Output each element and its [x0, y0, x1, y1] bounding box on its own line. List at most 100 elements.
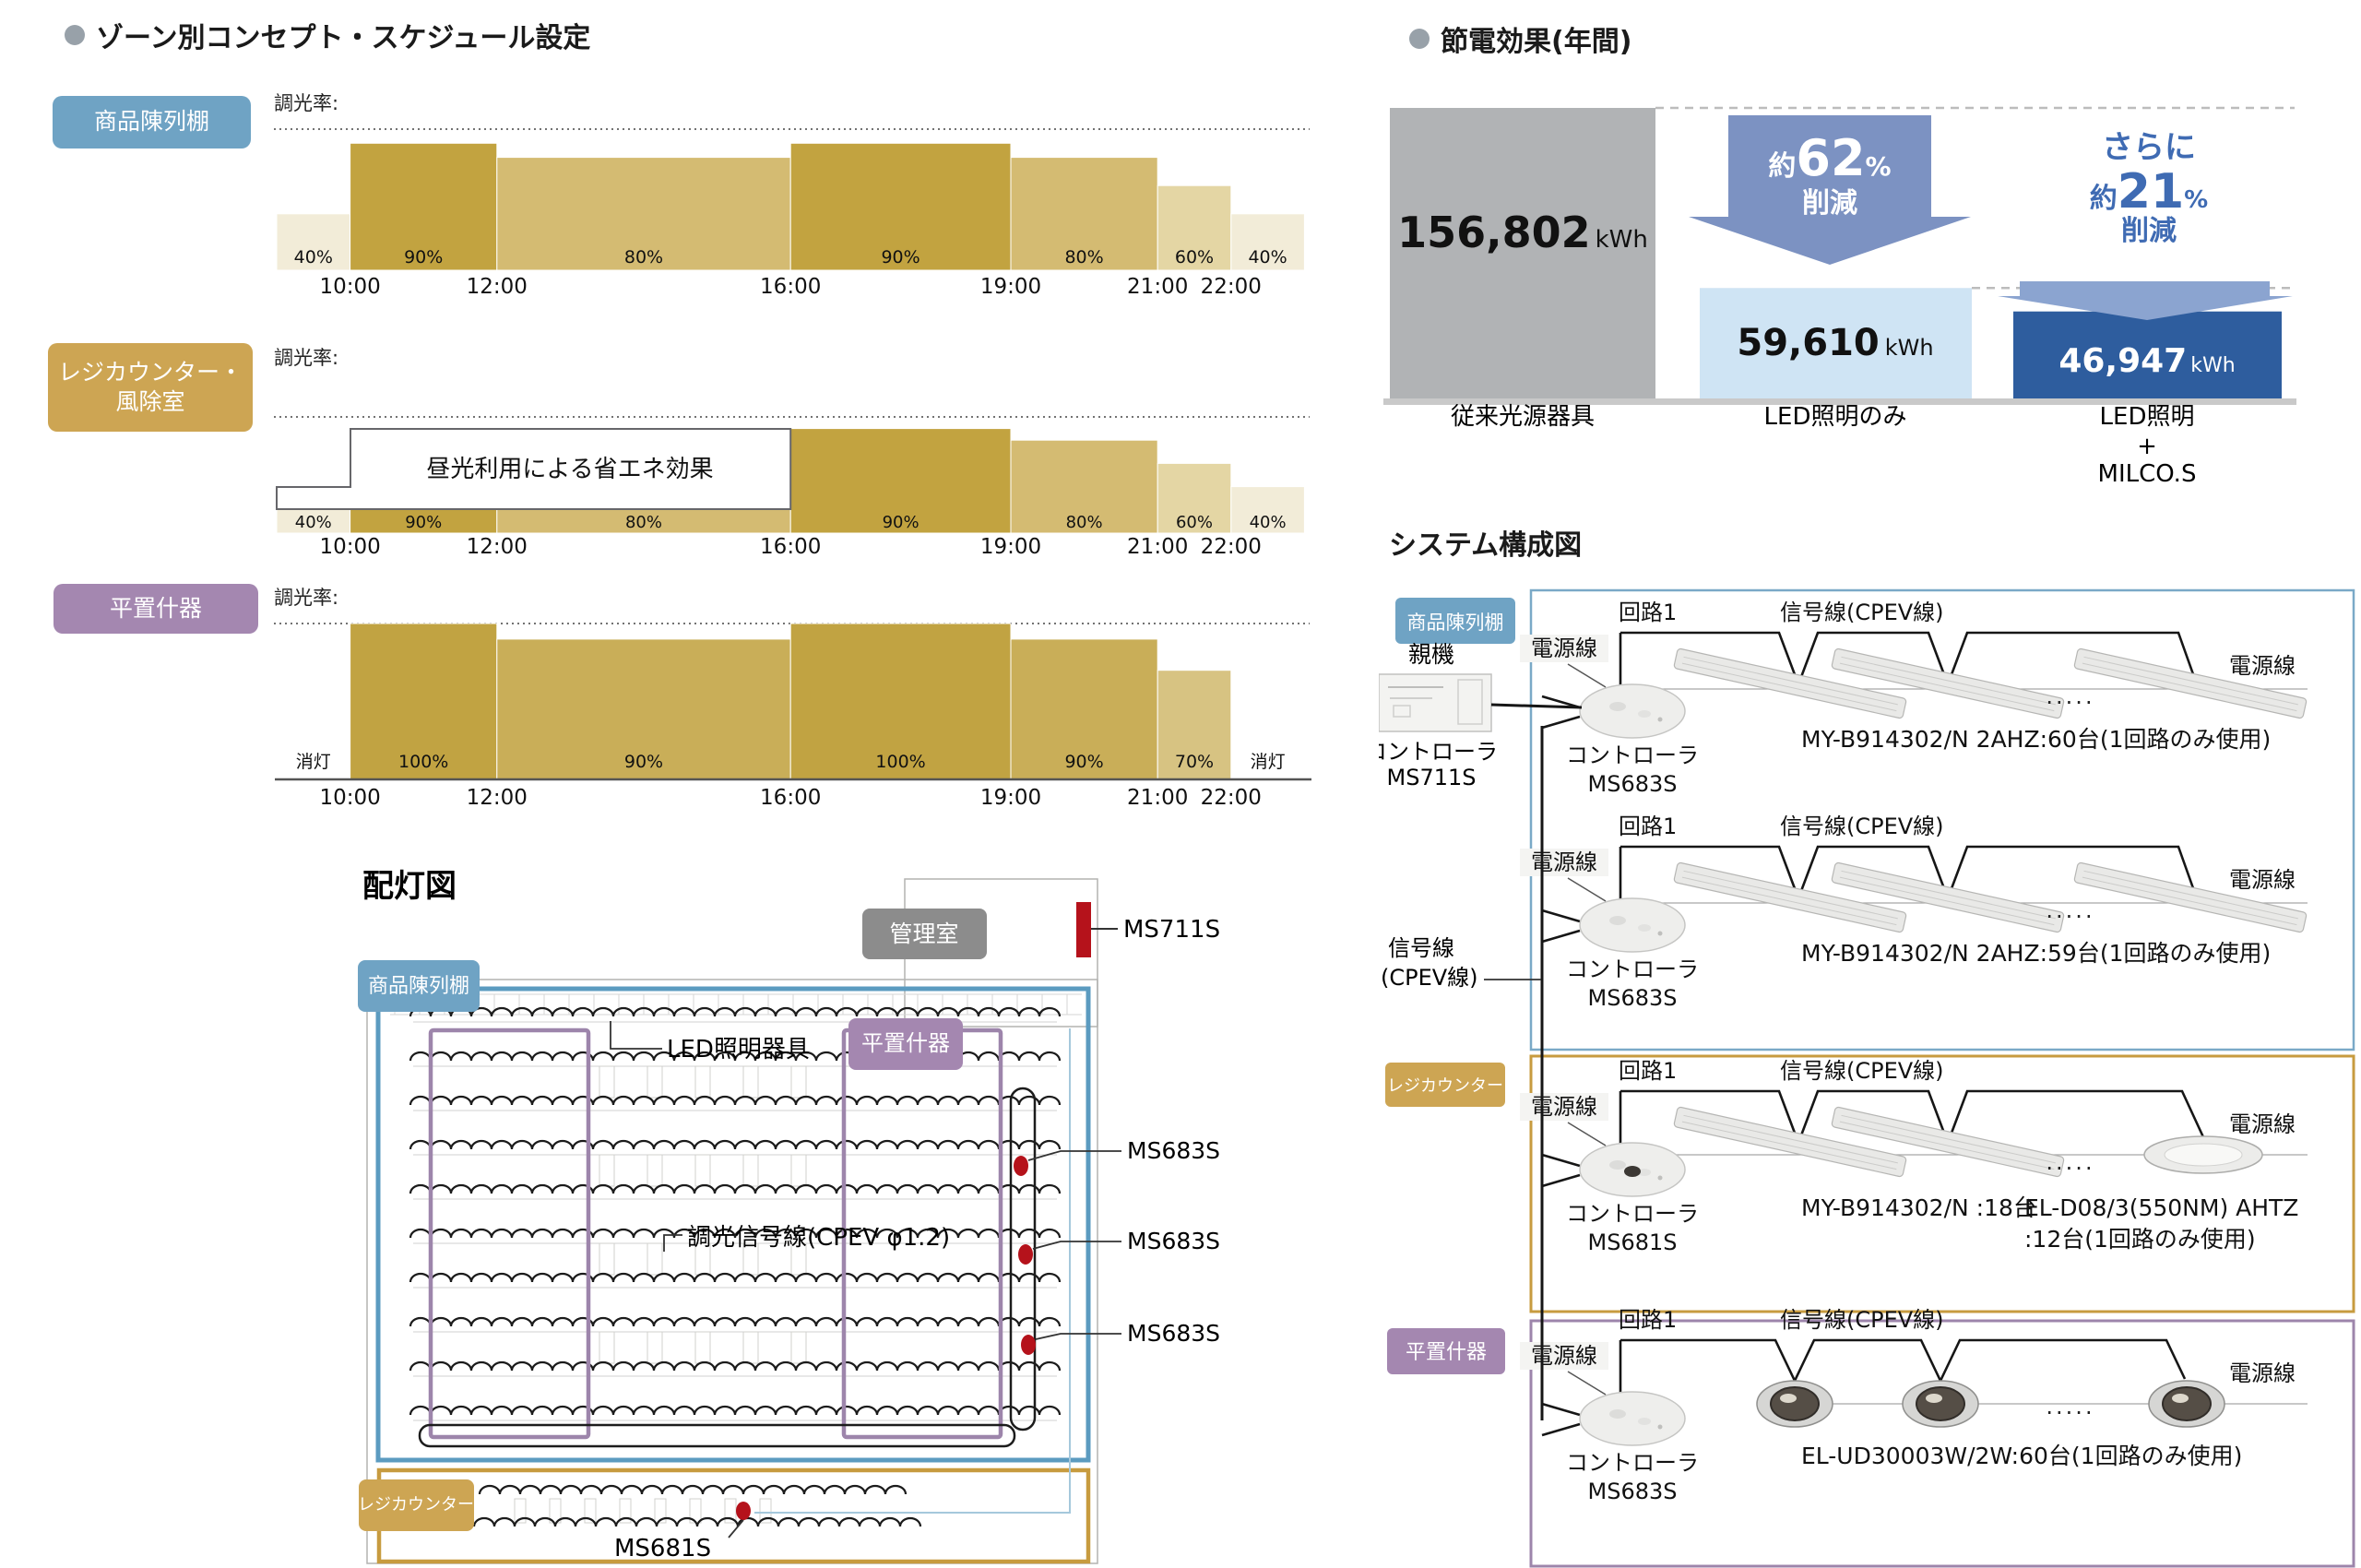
fixture-desc: EL-UD30003W/2W:60台(1回路のみ使用) [1801, 1443, 2242, 1469]
bar-value-label: 60% [1176, 513, 1213, 532]
batten-light [1673, 861, 1907, 933]
ms683s-label-1: MS683S [1127, 1137, 1220, 1164]
right-section-title-text: 節電効果(年間) [1441, 26, 1632, 58]
signal-left-label-1: 信号線 [1388, 935, 1454, 961]
circuit-wire [1619, 1338, 2187, 1393]
controller-label: コントローラ [1566, 1201, 1699, 1227]
sys-box-flat [1529, 1319, 2355, 1568]
ms683s-label-3: MS683S [1127, 1320, 1220, 1347]
spotlight [1902, 1380, 1979, 1428]
controller-model: MS683S [1588, 771, 1678, 797]
fixture-desc-3: :12台(1回路のみ使用) [2024, 1226, 2256, 1253]
management-room-label-bg [862, 909, 987, 959]
parent-controller-label: コントローラ [1379, 739, 1498, 765]
sys-label-register-bg [1385, 1063, 1505, 1107]
signal-line-label: 信号線(CPEV線) [1780, 1058, 1944, 1084]
bar-value-label: 消灯 [296, 752, 331, 772]
power-label-bg [1520, 635, 1608, 662]
downlight [2143, 1135, 2263, 1174]
power-line-label-right: 電源線 [2229, 867, 2296, 893]
time-tick-label: 16:00 [760, 786, 821, 810]
ms711s-marker [1076, 902, 1091, 957]
parent-unit-label: 親機 [1408, 641, 1454, 668]
zone-label-register-line1: レジカウンター・ [57, 358, 243, 386]
sys-label-shelf-bg [1395, 598, 1515, 644]
left-section-title: ゾーン別コンセプト・スケジュール設定 [65, 15, 590, 55]
time-tick-label: 16:00 [760, 275, 821, 299]
baseline [1383, 398, 2296, 405]
controller-device [1579, 1142, 1686, 1197]
bar-segment [789, 428, 1012, 534]
plan-fixture-rows [409, 1006, 1062, 1527]
bar-segment [1010, 638, 1158, 780]
bar-segment [496, 157, 791, 271]
daylight-overlay-label: 昼光利用による省エネ効果 [426, 456, 713, 483]
bar-segment [1157, 462, 1232, 534]
controller-device [1579, 683, 1686, 739]
management-room-label: 管理室 [889, 921, 958, 947]
fixture-row [409, 1316, 1062, 1327]
fixture-row [409, 1139, 1062, 1150]
time-tick-label: 22:00 [1201, 535, 1262, 559]
bar-segment [1010, 157, 1158, 271]
bar-segment [1157, 670, 1232, 780]
batten-light [1673, 647, 1907, 719]
bar-cat-2: LED照明のみ [1764, 403, 1907, 431]
bar-segment [276, 213, 351, 271]
bullet-icon [65, 25, 85, 45]
bar-value-label: 100% [875, 752, 925, 772]
plan-shelf-label: 商品陳列棚 [368, 975, 469, 998]
zone-label-shelf: 商品陳列棚 [53, 96, 251, 148]
bar-value-label: 40% [1250, 513, 1287, 532]
time-tick-label: 21:00 [1127, 275, 1188, 299]
reduction-62-text: 約62% [1768, 129, 1891, 187]
plan-register-label: レジカウンター [358, 1495, 474, 1515]
circuit-wire [1619, 631, 2200, 688]
continuation-dots: ····· [2046, 904, 2094, 930]
dim-rate-label-1: 調光率: [274, 92, 339, 114]
time-tick-label: 12:00 [467, 535, 528, 559]
time-tick-label: 16:00 [760, 535, 821, 559]
controller-device [1579, 897, 1686, 953]
fixture-row [432, 1516, 922, 1527]
batten-light [1673, 1106, 1907, 1178]
bar-segment [789, 623, 1012, 780]
power-label-bg [1520, 1093, 1608, 1121]
fixture-desc-2: EL-D08/3(550NM) AHTZ [2024, 1194, 2298, 1221]
bar-segment [1010, 439, 1158, 534]
bar-value-label: 100% [398, 752, 448, 772]
parent-connection-line [1490, 703, 1583, 709]
sys-label-shelf: 商品陳列棚 [1407, 612, 1504, 634]
system-title: システム構成図 [1389, 522, 1582, 563]
bar-value-label: 消灯 [1251, 752, 1286, 772]
daylight-overlay-box [276, 428, 792, 510]
plan-title: 配灯図 [362, 868, 457, 905]
time-tick-label: 22:00 [1201, 786, 1262, 810]
batten-light [1831, 647, 2065, 719]
bar-value-label: 80% [624, 247, 663, 267]
led-label-leader [610, 1021, 662, 1050]
bar-value-label: 90% [1064, 752, 1103, 772]
power-label-bg [1520, 849, 1608, 876]
energy-chart-geometry [1383, 106, 2296, 405]
bar-segment [1230, 486, 1305, 534]
bar-value-label: 40% [294, 247, 333, 267]
ms683s-marker-3 [1021, 1335, 1036, 1355]
bar-value-label: 80% [625, 513, 662, 532]
ms683s-label-2: MS683S [1127, 1228, 1220, 1254]
energy-bar [2013, 311, 2282, 398]
bar-value-label: 90% [624, 752, 663, 772]
time-tick-label: 10:00 [319, 786, 380, 810]
batten-light [2073, 647, 2308, 719]
right-section-title: 節電効果(年間) [1409, 18, 1631, 59]
bar-value-label: 80% [1066, 513, 1103, 532]
power-line-label-right: 電源線 [2229, 1360, 2296, 1386]
fixture-row [409, 1405, 1062, 1416]
